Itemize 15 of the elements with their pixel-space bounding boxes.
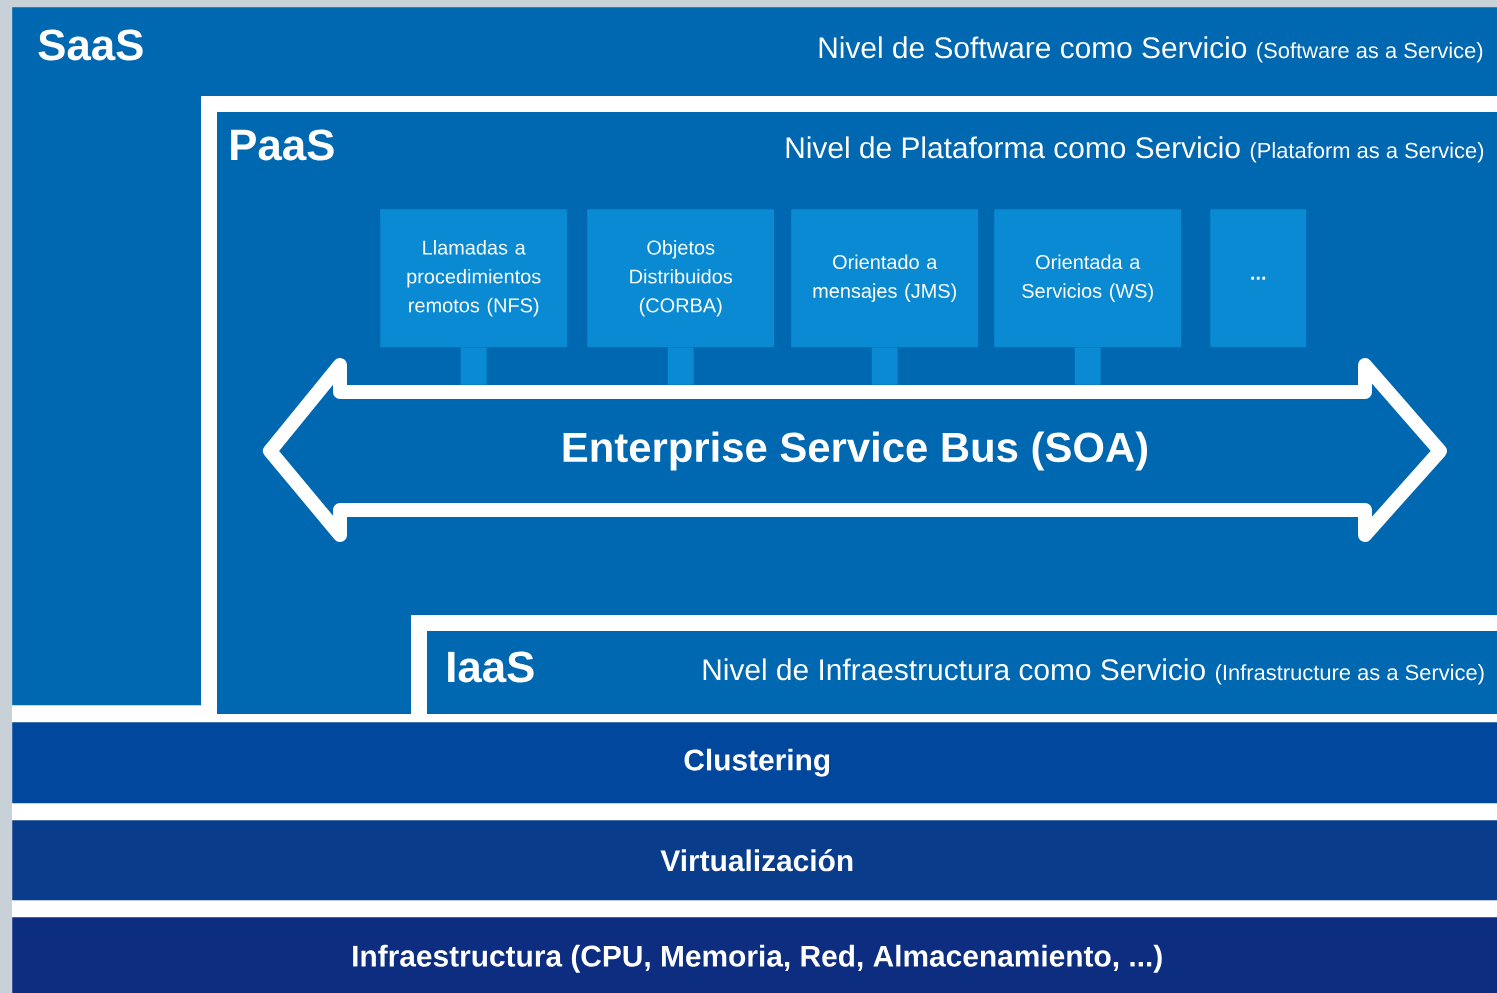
node-label: (Software as a Service) (1257, 42, 1483, 63)
connector-stub (1074, 347, 1101, 385)
layer-band: Virtualización (12, 820, 1497, 901)
layer-band: Clustering (12, 722, 1497, 804)
service-box: Objetos Distribuidos (CORBA) (587, 209, 775, 348)
service-box: Orientado a mensajes (JMS) (791, 209, 979, 348)
connector-stub (667, 347, 694, 385)
connector-stub (871, 347, 898, 385)
node-label: Nivel de Software como Servicio (819, 36, 1247, 59)
connector-stub (460, 347, 487, 385)
node-label: SaaS (38, 29, 143, 61)
service-box: Orientada a Servicios (WS) (994, 209, 1182, 348)
service-box: Llamadas a procedimientos remotos (NFS) (380, 209, 568, 348)
layer-band: Infraestructura (CPU, Memoria, Red, Almacenamiento, ...) (12, 917, 1497, 993)
service-box: ... (1210, 209, 1307, 348)
